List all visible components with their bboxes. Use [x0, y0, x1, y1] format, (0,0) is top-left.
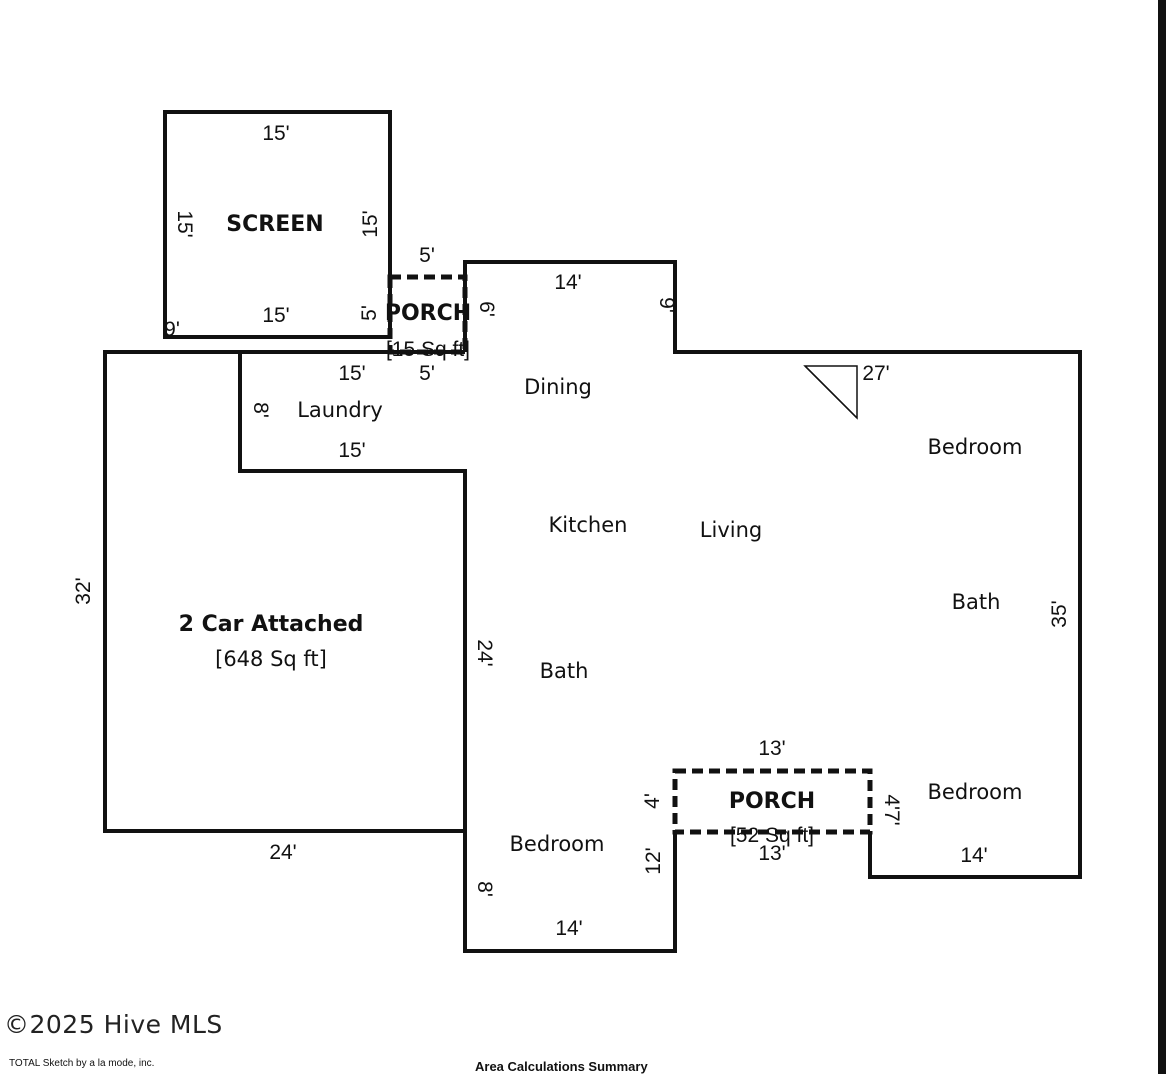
porch-bottom-area: [52 Sq ft] — [730, 824, 814, 847]
laundry-dim-left: 8' — [249, 402, 272, 418]
bedroom-top-label: Bedroom — [928, 435, 1023, 459]
laundry-dim-top: 15' — [338, 362, 365, 385]
porch-bottom-dim-bottom: 13' — [758, 842, 785, 865]
porch-top-dim-left: 5' — [358, 305, 381, 321]
dining-dim-top: 14' — [554, 271, 581, 294]
bath-left-label: Bath — [540, 659, 589, 683]
porch-bottom-outline — [672, 768, 873, 835]
bedroom-bottom-label: Bedroom — [510, 832, 605, 856]
laundry-dim-bottom: 15' — [338, 439, 365, 462]
angle-marker-diagonal — [804, 365, 858, 419]
bottom-right-dim: 14' — [960, 844, 987, 867]
screen-room-outline — [163, 110, 392, 339]
porch-bottom-dim-right: 4'7' — [880, 794, 903, 825]
mls-watermark: ©2025 Hive MLS — [4, 1010, 223, 1039]
screen-dim-right: 15' — [359, 210, 382, 237]
garage-label: 2 Car Attached — [179, 612, 364, 637]
porch-top-label: PORCH — [385, 301, 471, 326]
top-right-dim: 27' — [862, 362, 889, 385]
porch-bottom-label: PORCH — [729, 789, 815, 814]
bedroom-dim-left: 8' — [473, 881, 496, 897]
page-edge-bar — [1158, 0, 1166, 1074]
bedroom-dim-bottom: 14' — [555, 917, 582, 940]
screen-dim-corner: 9' — [164, 318, 180, 341]
porch-top-outline — [387, 274, 468, 355]
porch-top-dim-right: 6' — [475, 301, 498, 317]
laundry-label: Laundry — [297, 398, 383, 422]
screen-label: SCREEN — [226, 212, 323, 237]
porch-top-area: [15 Sq ft] — [386, 338, 470, 361]
living-label: Living — [700, 518, 762, 542]
porch-top-dim-bottom: 5' — [419, 362, 435, 385]
screen-dim-bottom: 15' — [262, 304, 289, 327]
porch-bottom-dim-left: 4' — [641, 793, 664, 809]
screen-dim-top: 15' — [262, 122, 289, 145]
area-summary-title: Area Calculations Summary — [475, 1059, 648, 1074]
dining-dim-right: 9' — [655, 297, 678, 313]
house-outline-upper — [463, 260, 1082, 879]
screen-dim-left: 15' — [173, 210, 196, 237]
right-dim: 35' — [1048, 600, 1071, 627]
kitchen-label: Kitchen — [549, 513, 628, 537]
garage-dim-bottom: 24' — [269, 841, 296, 864]
garage-dim-left: 32' — [72, 577, 95, 604]
dining-label: Dining — [524, 375, 592, 399]
garage-area: [648 Sq ft] — [215, 647, 327, 671]
bath-right-label: Bath — [952, 590, 1001, 614]
porch-bottom-dim-top: 13' — [758, 737, 785, 760]
garage-dim-right: 24' — [473, 639, 496, 666]
garage-outline — [103, 350, 465, 833]
porch-top-dim-top: 5' — [419, 244, 435, 267]
house-outline-lower — [238, 352, 677, 953]
bedroom-dim-right: 12' — [642, 847, 665, 874]
bedroom-mid-label: Bedroom — [928, 780, 1023, 804]
sketch-credit: TOTAL Sketch by a la mode, inc. — [9, 1058, 155, 1069]
